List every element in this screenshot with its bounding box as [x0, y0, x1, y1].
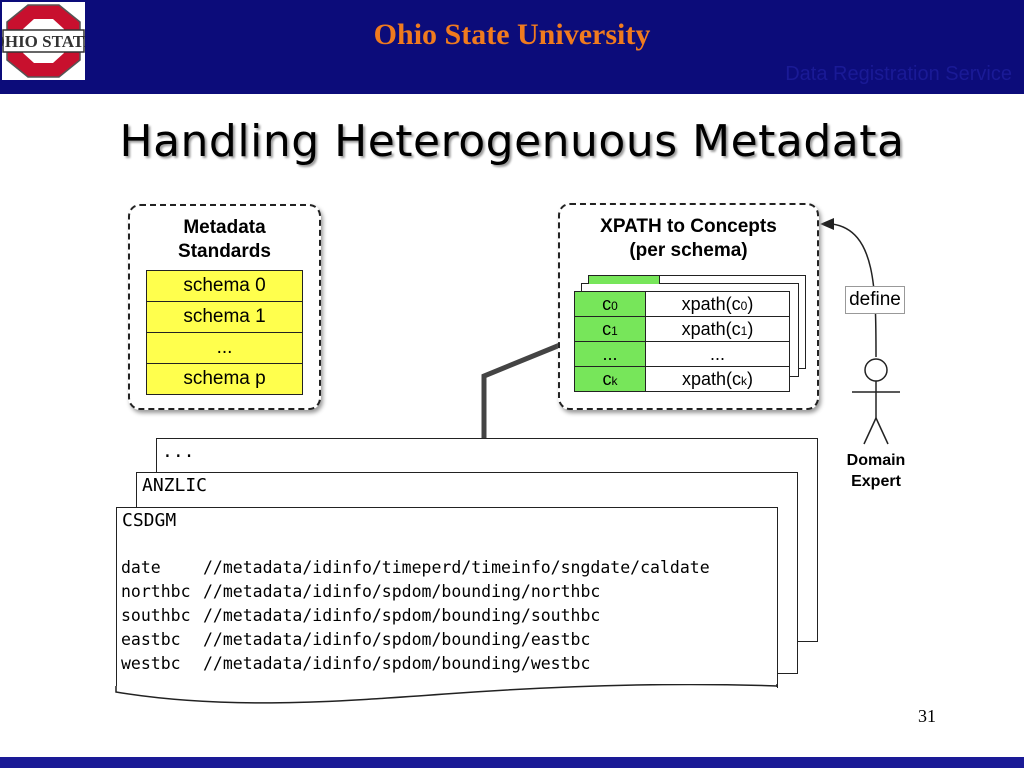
define-arrow [831, 223, 877, 358]
list-item: southbc//metadata/idinfo/spdom/bounding/… [121, 606, 601, 625]
schema-row: schema 0 [146, 270, 303, 302]
define-label: define [845, 286, 905, 314]
schema-row: schema 1 [146, 301, 303, 333]
footer-bar [0, 757, 1024, 768]
block-o-logo-icon: OHIO STATE [0, 4, 95, 78]
header-bar: OHIO STATE Ohio State University Data Re… [0, 0, 1024, 94]
table-row: ck xpath(ck) [574, 366, 790, 392]
schema-list: schema 0 schema 1 ... schema p [146, 270, 303, 395]
table-row: c0 xpath(c0) [574, 291, 790, 317]
ohio-state-logo: OHIO STATE [0, 2, 95, 80]
stacked-green-tab [588, 275, 660, 284]
metadata-standards-box: Metadata Standards schema 0 schema 1 ...… [128, 204, 321, 410]
xpath-concepts-title: XPATH to Concepts (per schema) [600, 216, 777, 261]
service-subtitle: Data Registration Service [785, 63, 1012, 85]
table-row: c1 xpath(c1) [574, 316, 790, 342]
logo-text: OHIO STATE [2, 32, 85, 51]
list-item: northbc//metadata/idinfo/spdom/bounding/… [121, 582, 601, 601]
table-row: ... ... [574, 341, 790, 367]
define-arrowhead [820, 218, 834, 230]
page-number: 31 [918, 706, 936, 726]
schema-row: ... [146, 332, 303, 364]
xpath-concepts-box: XPATH to Concepts (per schema) c0 xpath(… [558, 203, 819, 410]
document-csdgm: CSDGM date//metadata/idinfo/timeperd/tim… [116, 507, 778, 697]
mapping-arrow [481, 342, 561, 458]
metadata-standards-title: Metadata Standards [178, 217, 271, 262]
list-item: westbc//metadata/idinfo/spdom/bounding/w… [121, 654, 591, 673]
domain-expert-label: Domain Expert [846, 452, 906, 490]
concept-xpath-table: c0 xpath(c0) c1 xpath(c1) ... ... ck xpa… [574, 291, 790, 392]
slide-title: Handling Heterogenuous Metadata [119, 116, 905, 167]
schema-row: schema p [146, 363, 303, 395]
university-title: Ohio State University [373, 18, 651, 51]
document-wavy-edge [115, 684, 778, 704]
domain-expert-icon [852, 358, 900, 445]
xpath-mapping-list: date//metadata/idinfo/timeperd/timeinfo/… [121, 556, 710, 700]
list-item: date//metadata/idinfo/timeperd/timeinfo/… [121, 558, 710, 577]
list-item: eastbc//metadata/idinfo/spdom/bounding/e… [121, 630, 591, 649]
